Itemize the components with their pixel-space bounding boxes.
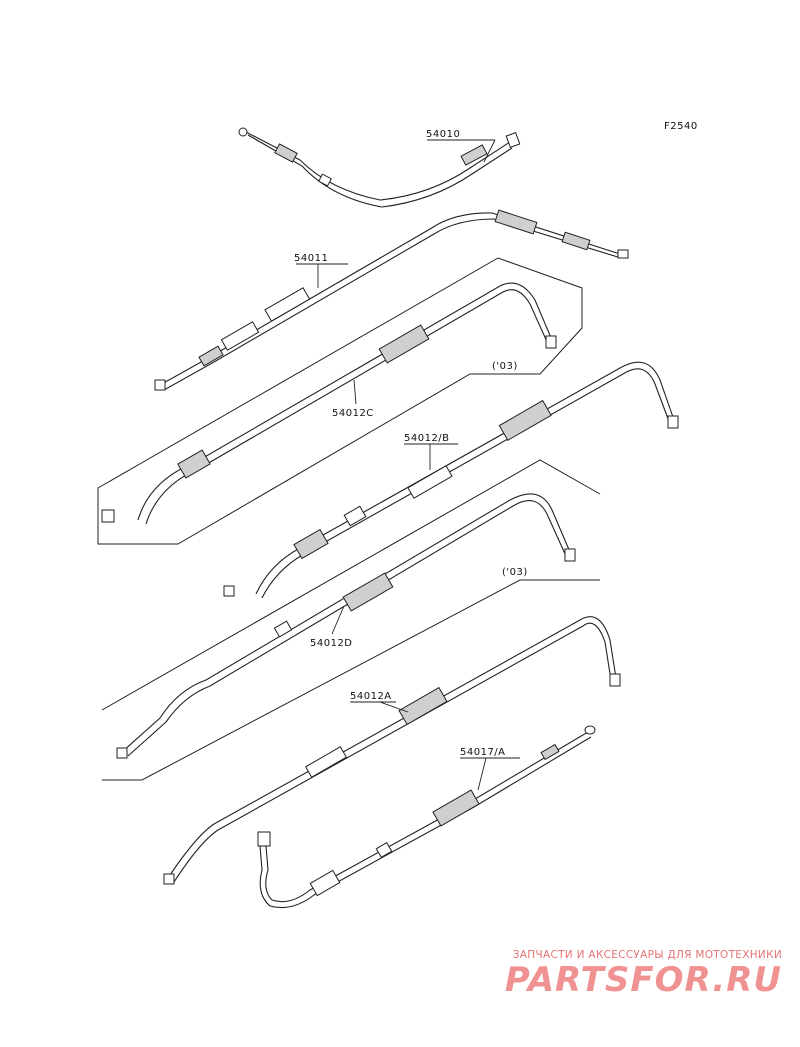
part-label-54012A: 54012A — [350, 691, 392, 702]
group-frame-lower — [101, 459, 601, 781]
cable-54011[interactable]: 54011 — [154, 209, 629, 391]
cable-54012B[interactable]: 54012/B — [223, 361, 679, 599]
part-label-54012B: 54012/B — [404, 433, 450, 444]
cable-54010[interactable]: 54010 — [238, 127, 521, 208]
group-frame-upper — [97, 257, 583, 545]
year-note-2: ('03) — [502, 567, 528, 578]
cable-54012D[interactable]: 54012D — [116, 493, 576, 759]
watermark-brand: PARTSFOR.RU — [504, 960, 782, 1000]
part-label-54012D: 54012D — [310, 638, 353, 649]
cable-54012C[interactable]: 54012C — [101, 282, 557, 525]
part-label-54010: 54010 — [426, 129, 460, 140]
part-label-54012C: 54012C — [332, 408, 374, 419]
watermark: ЗАПЧАСТИ И АКСЕССУАРЫ ДЛЯ МОТОТЕХНИКИ PA… — [472, 949, 782, 999]
year-note-1: ('03) — [492, 361, 518, 372]
figure-code: F2540 — [664, 121, 698, 132]
watermark-tagline: ЗАПЧАСТИ И АКСЕССУАРЫ ДЛЯ МОТОТЕХНИКИ — [512, 949, 782, 961]
cable-54017A[interactable]: 54017/A — [257, 725, 596, 909]
cable-54012A[interactable]: 54012A — [163, 616, 621, 885]
part-label-54011: 54011 — [294, 253, 328, 264]
part-label-54017A: 54017/A — [460, 747, 506, 758]
